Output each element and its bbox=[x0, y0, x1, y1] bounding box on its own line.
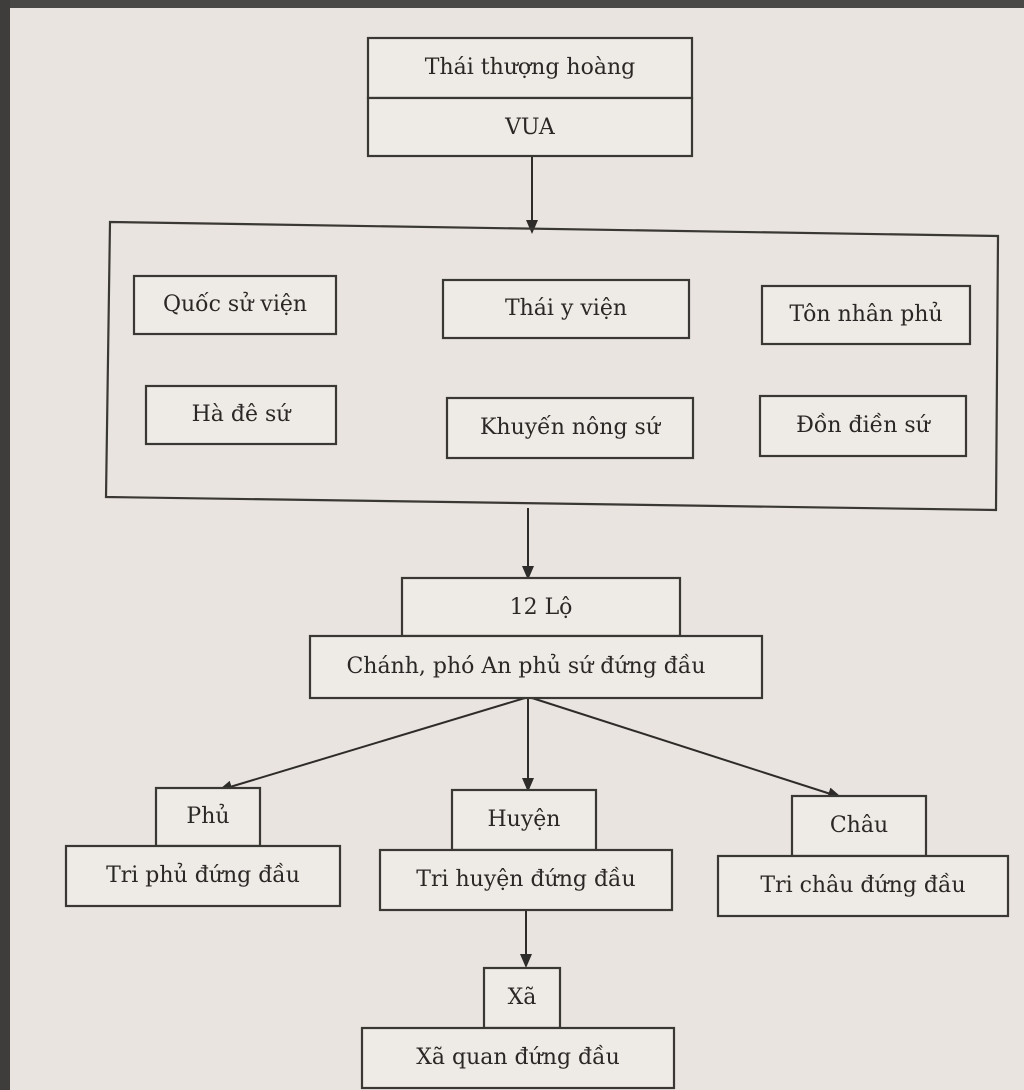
svg-text:Thái thượng hoàng: Thái thượng hoàng bbox=[425, 55, 635, 80]
svg-text:Xã: Xã bbox=[508, 985, 537, 1010]
node-quoc-su-vien: Quốc sử viện bbox=[132, 274, 338, 336]
svg-text:Tôn nhân phủ: Tôn nhân phủ bbox=[789, 301, 942, 327]
node-xa: Xã bbox=[482, 966, 562, 1030]
node-12-lo: 12 Lộ bbox=[400, 576, 682, 638]
left-edge bbox=[0, 0, 10, 1090]
svg-text:Phủ: Phủ bbox=[186, 803, 229, 829]
node-tri-phu: Tri phủ đứng đầu bbox=[64, 844, 342, 908]
top-edge bbox=[0, 0, 1024, 8]
node-chau: Châu bbox=[790, 794, 928, 858]
node-don-dien-su: Đồn điền sứ bbox=[758, 394, 968, 458]
svg-text:Quốc sử viện: Quốc sử viện bbox=[163, 291, 307, 317]
node-tri-huyen: Tri huyện đứng đầu bbox=[378, 848, 674, 912]
svg-text:Đồn điền sứ: Đồn điền sứ bbox=[796, 412, 931, 438]
node-khuyen-nong-su: Khuyến nông sứ bbox=[445, 396, 695, 460]
node-ton-nhan-phu: Tôn nhân phủ bbox=[760, 284, 972, 346]
node-huyen: Huyện bbox=[450, 788, 598, 852]
node-an-phu-su: Chánh, phó An phủ sứ đứng đầu bbox=[308, 634, 764, 700]
node-phu: Phủ bbox=[154, 786, 262, 848]
svg-text:Huyện: Huyện bbox=[488, 807, 561, 832]
svg-text:Thái y viện: Thái y viện bbox=[505, 296, 627, 321]
svg-text:Chánh, phó An phủ sứ đứng đầu: Chánh, phó An phủ sứ đứng đầu bbox=[346, 653, 705, 679]
svg-text:Tri phủ đứng đầu: Tri phủ đứng đầu bbox=[106, 862, 300, 888]
svg-text:Châu: Châu bbox=[830, 813, 888, 838]
central-agencies-frame bbox=[104, 220, 1000, 512]
edge-lo-to-chau bbox=[531, 697, 842, 800]
svg-text:12 Lộ: 12 Lộ bbox=[510, 595, 573, 620]
svg-text:Tri châu đứng đầu: Tri châu đứng đầu bbox=[760, 872, 965, 898]
node-ha-de-su: Hà đê sứ bbox=[144, 384, 338, 446]
svg-text:VUA: VUA bbox=[504, 115, 556, 140]
node-tri-chau: Tri châu đứng đầu bbox=[716, 854, 1010, 918]
node-vua: VUA bbox=[366, 96, 694, 158]
svg-text:Hà đê sứ: Hà đê sứ bbox=[192, 402, 293, 427]
node-thai-y-vien: Thái y viện bbox=[441, 278, 691, 340]
edge-lo-to-phu bbox=[218, 697, 526, 793]
svg-text:Khuyến nông sứ: Khuyến nông sứ bbox=[480, 414, 662, 440]
node-thai-thuong-hoang: Thái thượng hoàng bbox=[366, 36, 694, 100]
node-xa-quan: Xã quan đứng đầu bbox=[360, 1026, 676, 1090]
svg-text:Xã quan đứng đầu: Xã quan đứng đầu bbox=[416, 1044, 620, 1070]
svg-text:Tri huyện đứng đầu: Tri huyện đứng đầu bbox=[416, 866, 635, 892]
